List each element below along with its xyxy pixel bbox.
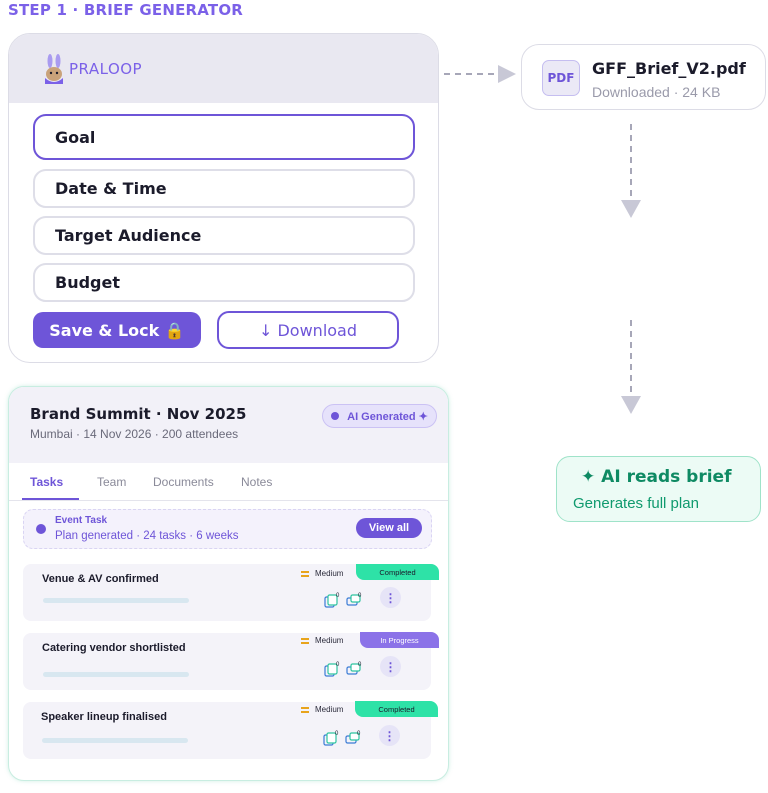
attachment-icon[interactable]: 0 (323, 661, 341, 679)
event-task-title: Event Task (55, 515, 108, 526)
view-all-button[interactable]: View all (356, 518, 422, 538)
step-title: STEP 1 · BRIEF GENERATOR (8, 1, 244, 19)
task-row[interactable]: Venue & AV confirmed Medium Completed 0 … (23, 564, 439, 621)
priority-icon (301, 570, 309, 577)
connector-arrow-right (444, 65, 516, 83)
field-target-audience[interactable]: Target Audience (33, 216, 415, 255)
brief-generator-card: PRALOOP Goal Date & Time Target Audience… (8, 33, 439, 363)
attachment-icon[interactable]: 0 (322, 730, 340, 748)
rabbit-icon (45, 54, 63, 84)
comment-count: 0 (358, 593, 362, 599)
attachment-count: 0 (335, 731, 339, 737)
priority-label: Medium (301, 636, 343, 645)
comment-count: 0 (358, 662, 362, 668)
more-vertical-icon[interactable]: ⋮ (380, 656, 401, 677)
download-button[interactable]: ↓ Download (217, 311, 399, 349)
active-tab-indicator (22, 498, 79, 500)
pdf-filename: GFF_Brief_V2.pdf (592, 59, 746, 78)
connector-arrow-down-2 (621, 320, 641, 414)
event-dot-icon (36, 524, 46, 534)
attachment-count: 0 (336, 593, 340, 599)
task-progress-bar (43, 598, 189, 603)
priority-text: Medium (315, 705, 344, 714)
task-name: Speaker lineup finalised (41, 711, 167, 723)
pdf-meta: Downloaded · 24 KB (592, 84, 721, 100)
status-badge: Completed (355, 701, 438, 717)
status-badge: Completed (356, 564, 439, 580)
attachment-icon[interactable]: 0 (323, 592, 341, 610)
dashboard-tabs: Tasks Team Documents Notes (9, 463, 448, 501)
dashboard-header: Brand Summit · Nov 2025 Mumbai · 14 Nov … (9, 387, 448, 463)
logo-text: PRALOOP (69, 60, 143, 78)
priority-icon (301, 637, 309, 644)
ai-badge-label: AI Generated ✦ (347, 410, 428, 423)
priority-icon (301, 706, 309, 713)
event-subtitle: Mumbai · 14 Nov 2026 · 200 attendees (30, 427, 239, 441)
task-name: Catering vendor shortlisted (42, 642, 186, 654)
ai-reads-brief-card: ✦ AI reads brief Generates full plan (556, 456, 761, 522)
ai-card-subtitle: Generates full plan (573, 495, 699, 512)
priority-text: Medium (315, 636, 344, 645)
ai-generated-badge: AI Generated ✦ (322, 404, 437, 428)
status-badge: In Progress (360, 632, 439, 648)
field-goal[interactable]: Goal (33, 114, 415, 160)
ai-card-title: ✦ AI reads brief (581, 467, 732, 487)
priority-label: Medium (301, 569, 343, 578)
event-task-subtitle: Plan generated · 24 tasks · 6 weeks (55, 530, 239, 542)
tab-tasks[interactable]: Tasks (30, 475, 64, 489)
comment-icon[interactable]: 0 (345, 661, 363, 679)
pdf-icon: PDF (542, 60, 580, 96)
comment-icon[interactable]: 0 (344, 730, 362, 748)
more-vertical-icon[interactable]: ⋮ (380, 587, 401, 608)
badge-dot-icon (331, 412, 340, 420)
pdf-file-card[interactable]: PDF GFF_Brief_V2.pdf Downloaded · 24 KB (521, 44, 766, 110)
task-progress-bar (43, 672, 189, 677)
tab-documents[interactable]: Documents (153, 475, 214, 489)
event-dashboard-card: Brand Summit · Nov 2025 Mumbai · 14 Nov … (8, 386, 449, 781)
more-vertical-icon[interactable]: ⋮ (379, 725, 400, 746)
comment-count: 0 (357, 731, 361, 737)
brief-header: PRALOOP (9, 34, 438, 103)
priority-text: Medium (315, 569, 344, 578)
tab-team[interactable]: Team (97, 475, 127, 489)
event-title: Brand Summit · Nov 2025 (30, 405, 247, 423)
comment-icon[interactable]: 0 (345, 592, 363, 610)
task-progress-bar (42, 738, 188, 743)
task-name: Venue & AV confirmed (42, 573, 159, 585)
event-task-banner: Event Task Plan generated · 24 tasks · 6… (23, 509, 432, 549)
priority-label: Medium (301, 705, 343, 714)
task-row[interactable]: Catering vendor shortlisted Medium In Pr… (23, 632, 439, 690)
praloop-logo: PRALOOP (43, 54, 142, 84)
tab-notes[interactable]: Notes (241, 475, 273, 489)
task-row[interactable]: Speaker lineup finalised Medium Complete… (23, 701, 438, 759)
field-date-time[interactable]: Date & Time (33, 169, 415, 208)
save-lock-button[interactable]: Save & Lock 🔒 (33, 312, 201, 348)
attachment-count: 0 (336, 662, 340, 668)
field-budget[interactable]: Budget (33, 263, 415, 302)
connector-arrow-down-1 (621, 124, 641, 218)
